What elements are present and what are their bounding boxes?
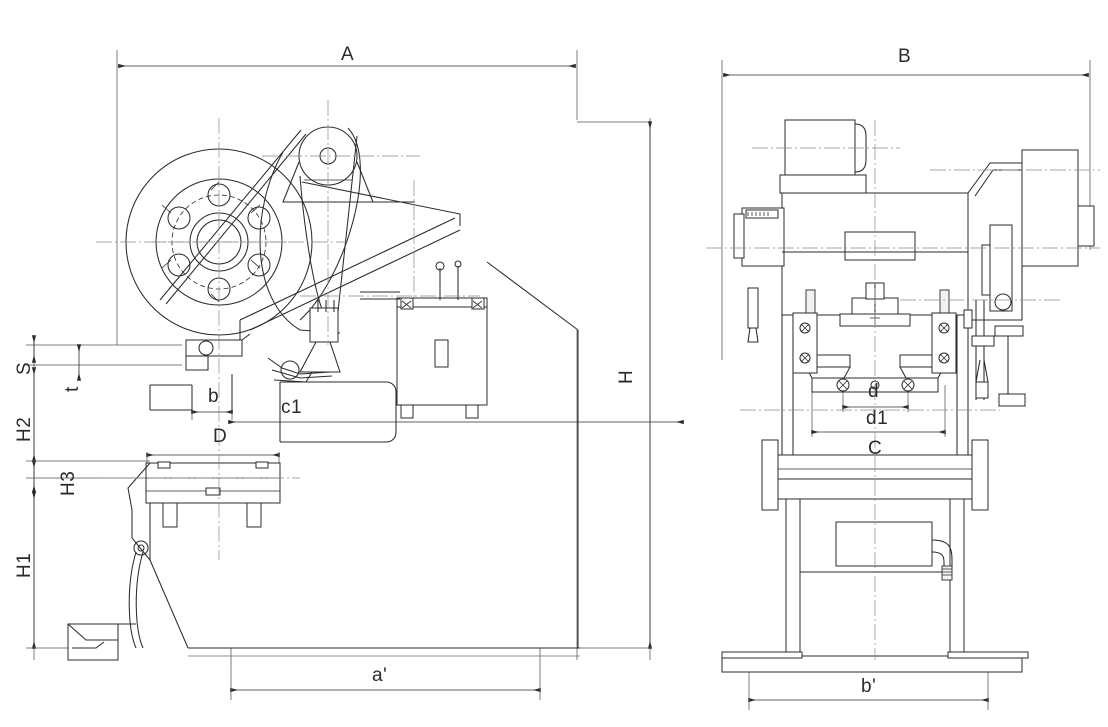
machine-stand	[785, 498, 965, 660]
dimension-label-b-prime: b'	[861, 676, 877, 697]
dimension-label-c1: c1	[281, 397, 303, 418]
belt-guard	[259, 151, 341, 334]
machine-frame	[185, 320, 251, 371]
dimension-label-H1: H1	[14, 552, 35, 578]
machine-body-outline	[149, 374, 397, 443]
side-centre-lines	[706, 120, 1100, 660]
dimension-label-b: b	[208, 386, 220, 407]
dimension-label-C: C	[868, 438, 883, 459]
dimension-label-D: D	[213, 426, 228, 447]
dimension-label-H3: H3	[58, 470, 79, 496]
control-box	[360, 260, 488, 419]
side-guide-rods	[792, 289, 957, 374]
front-extension-lines	[33, 50, 651, 660]
dimension-label-S: S	[14, 361, 35, 375]
dimension-chain-vertical	[26, 335, 182, 649]
work-table	[145, 461, 281, 528]
side-crown	[967, 149, 1095, 321]
dimension-a-prime	[188, 648, 580, 700]
dimension-d1	[811, 385, 946, 437]
ram-slide	[267, 300, 341, 383]
dimension-label-t: t	[62, 386, 83, 392]
dimension-label-a-prime: a'	[372, 665, 388, 686]
side-machine-body	[733, 192, 969, 316]
frame-diagonal	[486, 261, 579, 648]
dimension-label-B: B	[898, 46, 912, 67]
motor	[779, 119, 867, 206]
machine-crown	[239, 181, 461, 331]
table-bracket	[127, 462, 189, 649]
dimension-label-H: H	[616, 369, 637, 384]
side-adjuster-linkage	[747, 287, 1026, 407]
dimension-label-H2: H2	[14, 416, 35, 442]
dimension-label-A: A	[341, 44, 355, 65]
side-base-plate	[721, 651, 1029, 673]
dimension-label-d1: d1	[866, 408, 889, 429]
dimension-label-d: d	[868, 381, 880, 402]
dimension-H	[548, 121, 653, 649]
foot-pedal	[67, 551, 144, 661]
front-centre-lines	[96, 100, 480, 560]
